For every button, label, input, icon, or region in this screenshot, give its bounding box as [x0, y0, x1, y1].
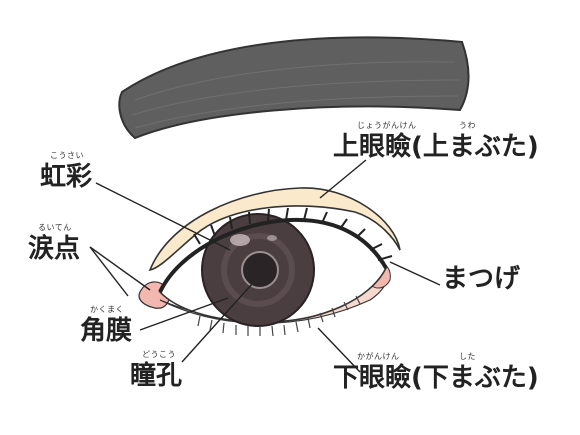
ruby-pupil: どうこう	[142, 350, 176, 359]
lower-eyelashes	[197, 295, 361, 337]
label-iris: こうさい 虹彩	[40, 151, 93, 192]
label-eyelashes: まつげ	[442, 264, 521, 294]
pupil	[241, 251, 279, 289]
leader-cornea	[139, 297, 229, 331]
eye-highlight	[230, 234, 250, 246]
ruby-iris: こうさい	[50, 151, 84, 160]
ruby-lower-eyelid: かがんけん	[357, 352, 400, 361]
leader-lines	[89, 159, 441, 373]
label-upper-eyelid: じょうがんけん うわ 上眼瞼(上まぶた)	[333, 121, 539, 162]
leader-lower-lid	[317, 327, 361, 373]
ruby-upper-eyelid-sub: うわ	[459, 121, 476, 130]
label-pupil: どうこう 瞳孔	[130, 350, 183, 391]
leader-upper-lid	[319, 159, 367, 199]
label-lower-eyelid: かがんけん した 下眼瞼(下まぶた)	[333, 352, 539, 393]
label-cornea: かくまく 角膜	[80, 305, 133, 346]
label-punctum: るいてん 涙点	[28, 223, 81, 264]
leader-iris	[95, 182, 231, 251]
upper-eyelashes	[193, 207, 393, 261]
ruby-upper-eyelid: じょうがんけん	[357, 121, 417, 130]
leader-eyelashes	[389, 261, 441, 286]
leader-punctum-2	[89, 246, 129, 297]
ruby-cornea: かくまく	[90, 305, 124, 314]
iris-ring	[221, 233, 295, 307]
leader-punctum-1	[89, 246, 151, 291]
ruby-lower-eyelid-sub: した	[459, 352, 476, 361]
eyebrow-texture	[131, 61, 461, 129]
leader-pupil	[181, 283, 253, 363]
upper-lash-line	[158, 217, 388, 293]
ruby-punctum: るいてん	[38, 223, 72, 232]
